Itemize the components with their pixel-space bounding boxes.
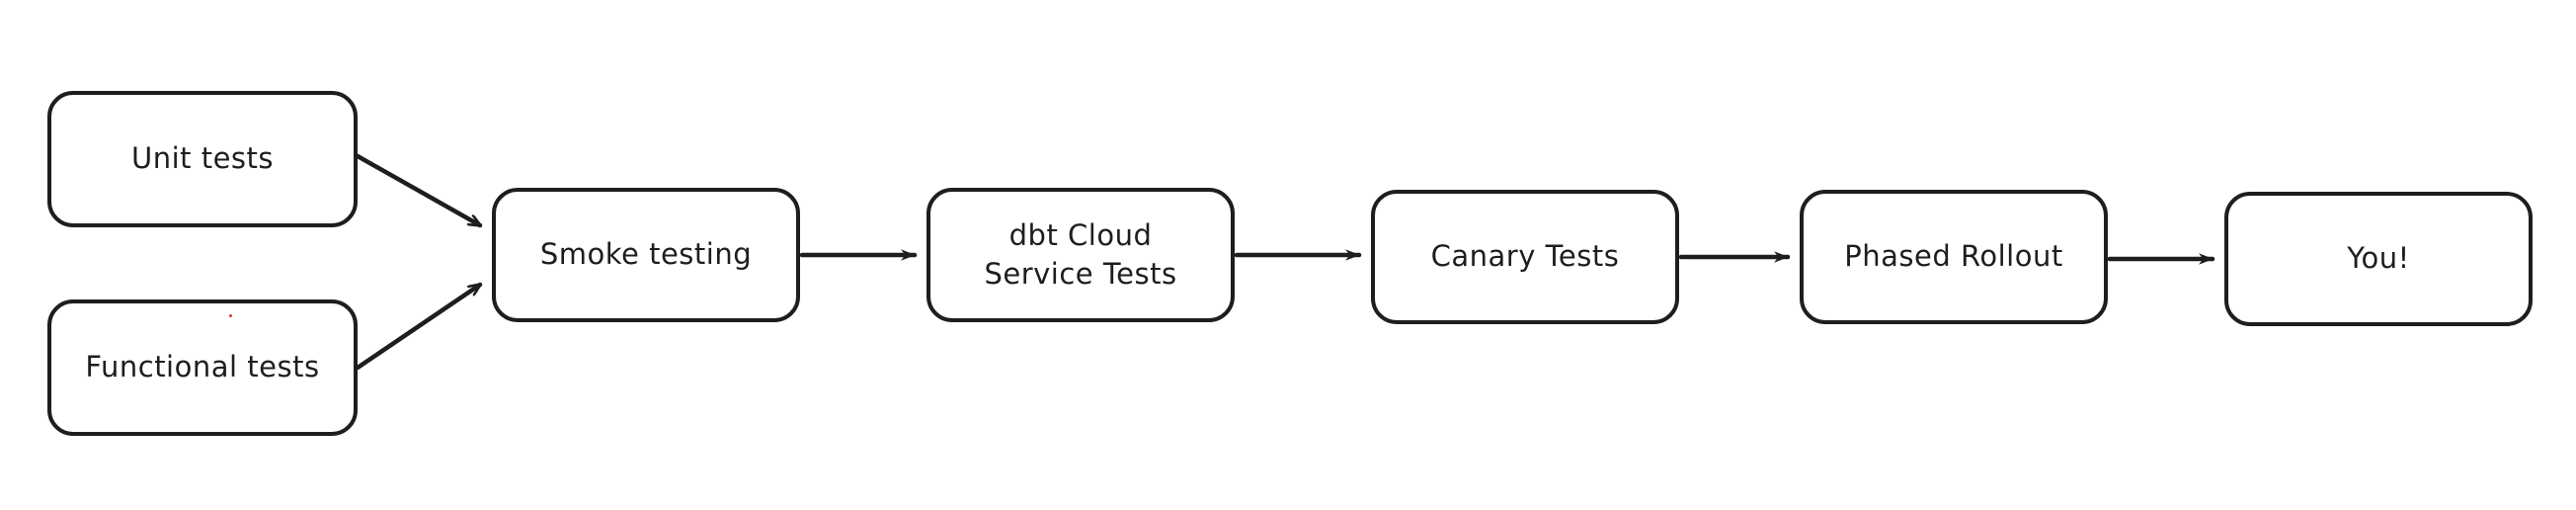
node-label-functional-tests: Functional tests [85,350,320,384]
node-dbt-cloud-service-tests[interactable]: dbt Cloud Service Tests [926,188,1235,322]
node-label-smoke-testing: Smoke testing [539,237,753,272]
node-unit-tests[interactable]: Unit tests [47,91,358,227]
node-label-unit-tests: Unit tests [130,141,275,176]
node-phased-rollout[interactable]: Phased Rollout [1800,190,2108,324]
node-functional-tests[interactable]: Functional tests [47,299,358,436]
node-canary-tests[interactable]: Canary Tests [1371,190,1679,324]
red-speck-artifact [229,314,232,317]
edge-unit-to-smoke [355,153,483,228]
node-label-dbt-cloud-service-tests: dbt Cloud Service Tests [984,217,1177,291]
node-you[interactable]: You! [2224,192,2533,326]
node-smoke-testing[interactable]: Smoke testing [492,188,800,322]
node-label-phased-rollout: Phased Rollout [1844,239,2063,274]
node-label-canary-tests: Canary Tests [1430,239,1620,274]
edge-functional-to-smoke [355,282,483,371]
node-label-you: You! [2347,241,2410,276]
